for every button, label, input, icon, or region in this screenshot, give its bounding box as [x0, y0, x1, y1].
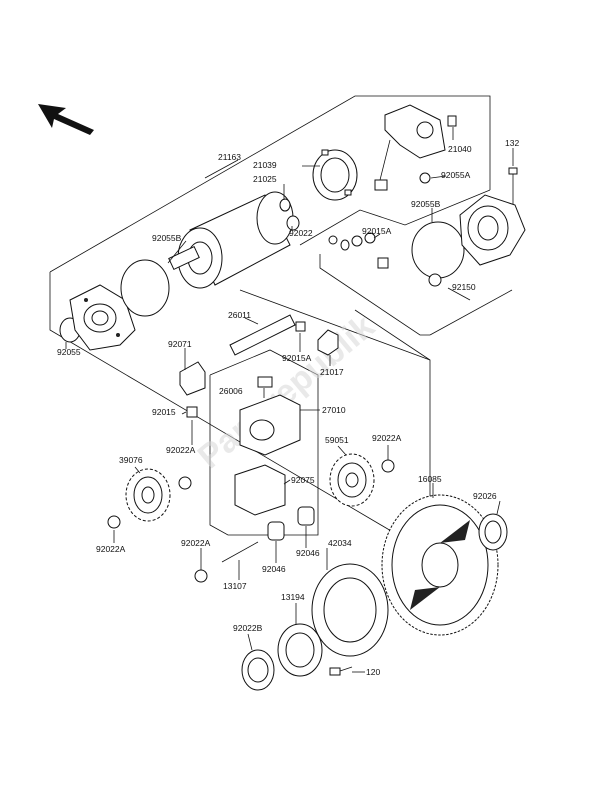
- label-92071: 92071: [168, 339, 192, 349]
- label-92055b-right: 92055B: [411, 199, 441, 209]
- needle-bearing-92046-b: [297, 506, 315, 526]
- label-42034: 42034: [328, 538, 352, 548]
- terminal-plate-26011: [229, 314, 296, 356]
- washer-21025: [279, 198, 300, 231]
- label-59051: 59051: [325, 435, 349, 445]
- label-92026: 92026: [473, 491, 497, 501]
- label-92055a-top: 92055A: [441, 170, 471, 180]
- idler-gear-39076: [125, 468, 171, 522]
- label-132: 132: [505, 138, 519, 148]
- one-way-clutch-42034: [311, 563, 389, 657]
- label-21039: 21039: [253, 160, 277, 170]
- part-labels: 21163 21039 21025 21040 92055A 132 92055…: [57, 138, 519, 677]
- starter-solenoid-27010: [239, 394, 301, 456]
- bushing-92026: [478, 513, 508, 551]
- starter-clutch-gear-16085: [381, 494, 499, 636]
- label-92055: 92055: [57, 347, 81, 357]
- label-92150: 92150: [452, 282, 476, 292]
- motor-yoke-21163: [168, 191, 294, 289]
- label-92022-top: 92022: [289, 228, 313, 238]
- label-92015a-top: 92015A: [362, 226, 392, 236]
- label-92022a-mid: 92022A: [181, 538, 211, 548]
- cap-92071: [179, 361, 206, 396]
- solenoid-26006: [257, 376, 273, 388]
- label-92015: 92015: [152, 407, 176, 417]
- label-120: 120: [366, 667, 380, 677]
- label-21163: 21163: [218, 152, 241, 162]
- washer-92022a-right: [381, 459, 395, 473]
- label-13107: 13107: [223, 581, 247, 591]
- label-92015a-mid: 92015A: [282, 353, 312, 363]
- label-21040: 21040: [448, 144, 472, 154]
- label-92046-a: 92046: [262, 564, 286, 574]
- solenoid-frame: [209, 349, 319, 536]
- o-ring-92055a-top: [419, 172, 431, 184]
- bolt-120: [329, 666, 353, 676]
- brush-assembly-21040: [374, 104, 457, 191]
- nut-92015a-mid: [295, 321, 306, 332]
- label-92022b: 92022B: [233, 623, 263, 633]
- leader-lines: [65, 127, 514, 673]
- starter-assembly-frame: [49, 95, 491, 549]
- label-26006: 26006: [219, 386, 243, 396]
- front-direction-arrow-icon: [38, 104, 94, 135]
- o-ring-92055b-right: [411, 221, 465, 279]
- end-cover-right: [459, 194, 526, 266]
- washer-92022a-mid: [194, 569, 208, 583]
- solenoid-cover-92075: [234, 464, 286, 516]
- label-92022a-right: 92022A: [372, 433, 402, 443]
- label-92075: 92075: [291, 475, 315, 485]
- label-26011: 26011: [228, 310, 251, 320]
- gear-marker-icon: [428, 273, 442, 287]
- label-13194: 13194: [281, 592, 305, 602]
- label-92046-b: 92046: [296, 548, 320, 558]
- label-92022a-bottomleft: 92022A: [96, 544, 126, 554]
- label-21025: 21025: [253, 174, 277, 184]
- washer-stack: [328, 232, 389, 269]
- shaft-13107: [221, 541, 259, 563]
- through-bolt-92150: [429, 289, 513, 336]
- label-27010: 27010: [322, 405, 346, 415]
- label-16085: 16085: [418, 474, 442, 484]
- brush-holder-21039: [312, 149, 358, 201]
- label-39076: 39076: [119, 455, 143, 465]
- end-cover-left: [69, 284, 136, 351]
- label-21017: 21017: [320, 367, 344, 377]
- gear-59051: [329, 453, 375, 507]
- clutch-hub-13194: [277, 623, 323, 677]
- washer-92022a-bottomleft: [107, 515, 121, 529]
- starter-relay-terminal-21017: [317, 329, 339, 356]
- nut-92015: [186, 406, 198, 418]
- washer-92022b: [241, 649, 275, 691]
- needle-bearing-92046-a: [267, 521, 285, 541]
- label-92022a-left: 92022A: [166, 445, 196, 455]
- o-ring-92055b-left: [120, 259, 170, 317]
- label-92055b-left: 92055B: [152, 233, 182, 243]
- washer-92022a-left: [178, 476, 192, 490]
